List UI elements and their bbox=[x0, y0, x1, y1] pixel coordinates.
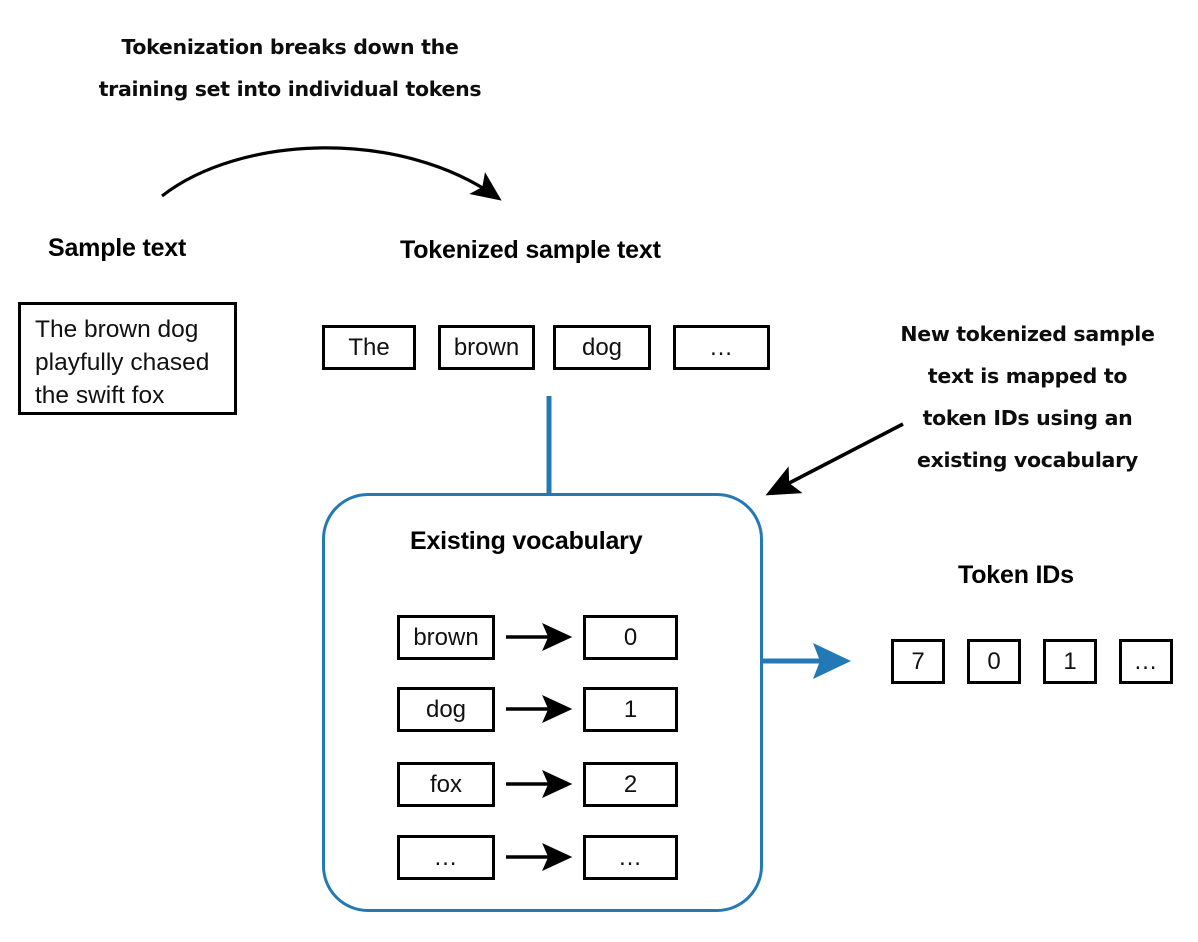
existing-vocabulary-heading: Existing vocabulary bbox=[410, 527, 643, 555]
token-ids-heading: Token IDs bbox=[958, 561, 1074, 589]
vocab-token-box-0: brown bbox=[397, 615, 495, 660]
token-box-0: The bbox=[322, 325, 416, 370]
vocab-token-box-2: fox bbox=[397, 762, 495, 807]
annotation-tokenization-line2: training set into individual tokens bbox=[98, 77, 482, 101]
annotation-tokenization: Tokenization breaks down the training se… bbox=[80, 26, 500, 110]
vocab-id-box-2: 2 bbox=[583, 762, 678, 807]
token-box-2: dog bbox=[553, 325, 651, 370]
sample-text-heading: Sample text bbox=[48, 234, 187, 262]
vocab-token-box-3: … bbox=[397, 835, 495, 880]
annotation-mapping-line2: text is mapped to bbox=[927, 364, 1128, 388]
token-box-1: brown bbox=[438, 325, 535, 370]
annotation-mapping: New tokenized sample text is mapped to t… bbox=[885, 313, 1170, 481]
diagonal-arrow-icon bbox=[765, 422, 904, 496]
vocab-token-box-1: dog bbox=[397, 687, 495, 732]
tokenized-sample-text-heading: Tokenized sample text bbox=[400, 236, 661, 264]
annotation-mapping-line4: existing vocabulary bbox=[917, 448, 1138, 472]
curved-arrow-icon bbox=[161, 146, 502, 201]
token-id-box-0: 7 bbox=[891, 639, 945, 684]
token-id-box-1: 0 bbox=[967, 639, 1021, 684]
annotation-tokenization-line1: Tokenization breaks down the bbox=[121, 35, 459, 59]
token-id-box-3: … bbox=[1119, 639, 1173, 684]
vocab-id-box-1: 1 bbox=[583, 687, 678, 732]
vocab-id-box-3: … bbox=[583, 835, 678, 880]
token-box-3: … bbox=[673, 325, 770, 370]
annotation-mapping-line1: New tokenized sample bbox=[900, 322, 1155, 346]
annotation-mapping-line3: token IDs using an bbox=[922, 406, 1133, 430]
sample-text-box: The brown dog playfully chased the swift… bbox=[18, 302, 237, 415]
vocab-id-box-0: 0 bbox=[583, 615, 678, 660]
token-id-box-2: 1 bbox=[1043, 639, 1097, 684]
